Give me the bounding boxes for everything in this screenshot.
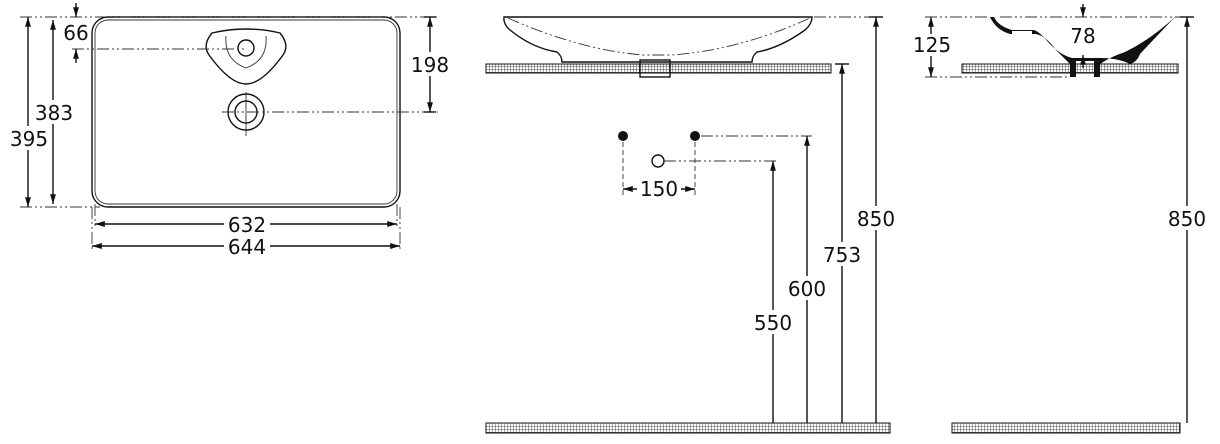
dim-inner-width: 632 bbox=[228, 213, 266, 237]
tap-supply-right bbox=[690, 131, 700, 141]
basin-profile bbox=[503, 16, 813, 63]
floor bbox=[485, 422, 891, 434]
dim-waste-height: 550 bbox=[754, 311, 792, 335]
dim-supply-height: 600 bbox=[788, 277, 826, 301]
dim-waste-depth: 78 bbox=[1070, 24, 1095, 48]
floor-side bbox=[951, 422, 1181, 434]
top-view: 395 383 66 198 632 644 bbox=[8, 3, 450, 259]
basin-section bbox=[990, 17, 1175, 77]
countertop bbox=[485, 63, 832, 74]
dim-drain-offset: 198 bbox=[411, 53, 449, 77]
waste-outlet bbox=[639, 59, 671, 78]
dim-overall-width: 644 bbox=[228, 235, 266, 259]
dim-overall-depth: 395 bbox=[10, 127, 48, 151]
dim-counter-height: 753 bbox=[823, 243, 861, 267]
dim-side-rim-height: 850 bbox=[1168, 207, 1206, 231]
waste-point bbox=[651, 154, 665, 168]
dim-inner-depth: 383 bbox=[35, 101, 73, 125]
side-view: 125 78 850 bbox=[910, 4, 1208, 434]
overflow-hole bbox=[237, 39, 255, 57]
dim-overflow-offset: 66 bbox=[63, 21, 88, 45]
overflow-shape bbox=[205, 28, 287, 85]
dim-rim-height: 850 bbox=[857, 207, 895, 231]
overflow-inner bbox=[225, 35, 267, 69]
tap-supply-left bbox=[618, 131, 628, 141]
dim-basin-height: 125 bbox=[913, 33, 951, 57]
front-view: 150 550 600 753 850 bbox=[485, 16, 897, 434]
dim-tap-spacing: 150 bbox=[640, 177, 678, 201]
